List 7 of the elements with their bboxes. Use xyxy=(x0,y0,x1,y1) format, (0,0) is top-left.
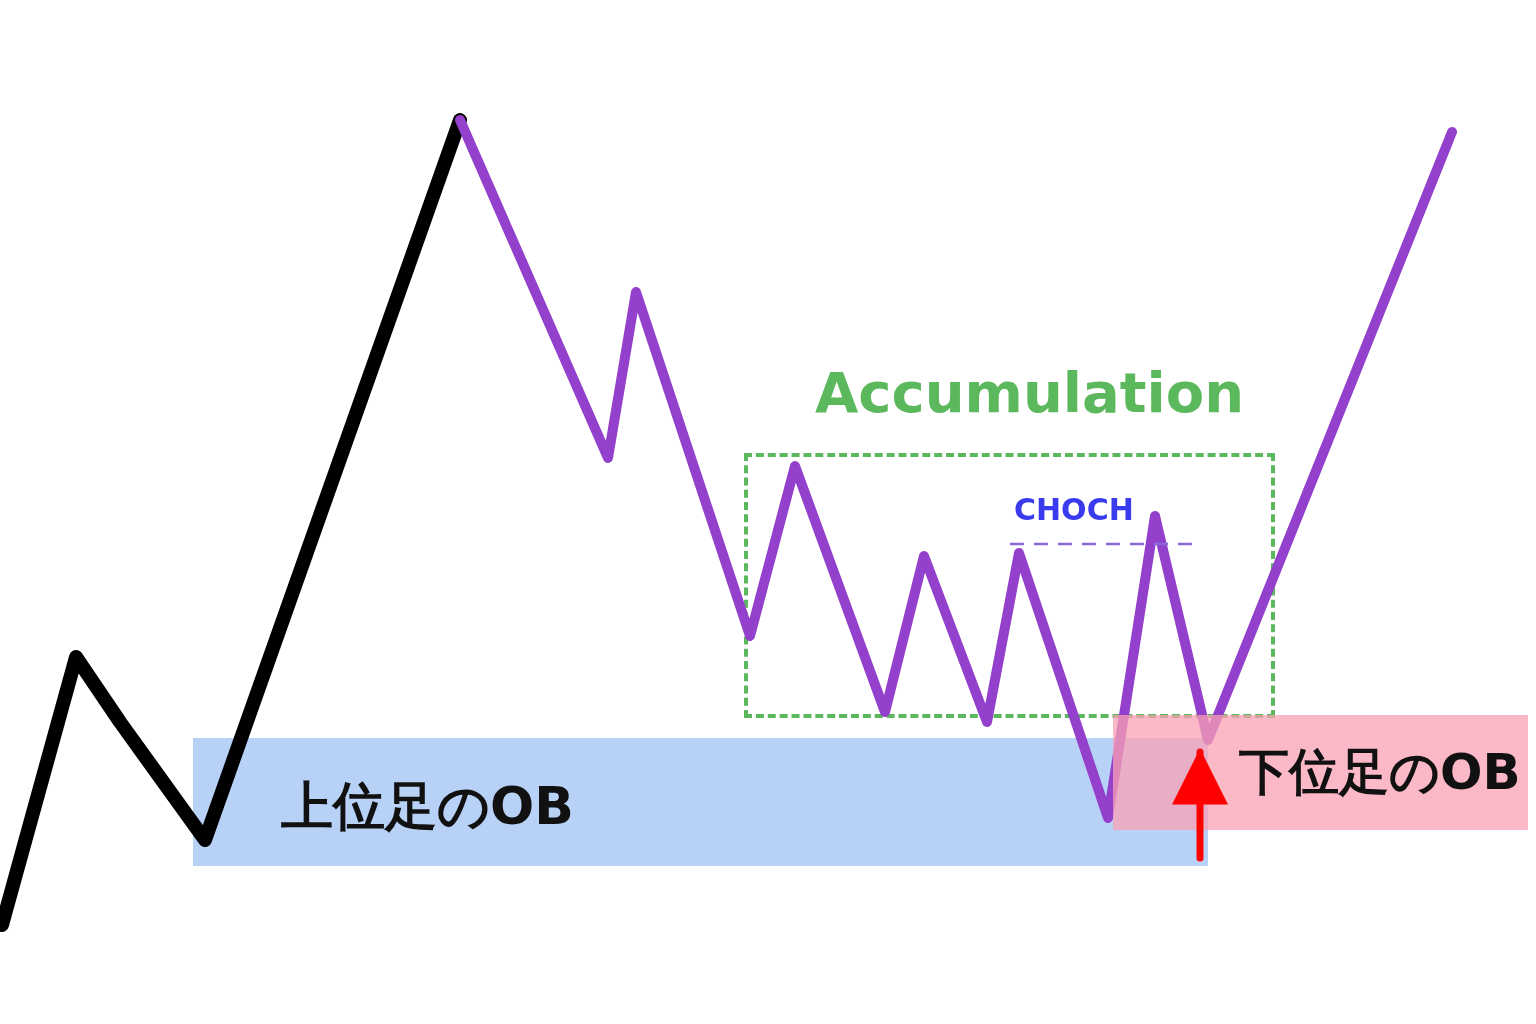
higher-timeframe-zone xyxy=(193,738,1208,866)
lower-timeframe-zone xyxy=(1113,715,1528,830)
signal-label: CHOCH xyxy=(1014,492,1134,527)
arrow xyxy=(1172,748,1228,862)
zone-label: 下位足のOB xyxy=(1239,742,1521,803)
zone-label: 上位足のOB xyxy=(281,775,574,838)
zone-heading: Accumulation xyxy=(813,360,1246,425)
